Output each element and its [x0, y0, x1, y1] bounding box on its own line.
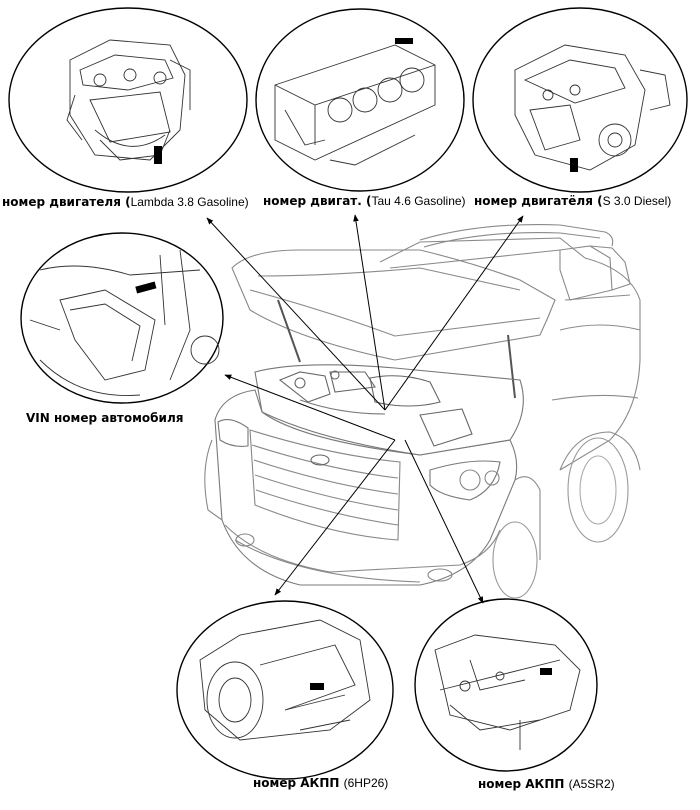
- arrow-engine-tau: [353, 214, 386, 411]
- label-vin: VIN номер автомобиля: [26, 411, 183, 425]
- label-engine-tau-normal: Tau 4.6 Gasoline): [371, 194, 466, 208]
- inset-engine-lambda: [8, 7, 248, 193]
- label-trans-6hp26-normal: (6HP26): [343, 776, 389, 790]
- arrow-engine-lambda: [206, 217, 386, 411]
- label-engine-lambda: номер двигателя (Lambda 3.8 Gasoline): [2, 195, 249, 209]
- pointer-arrows: [206, 214, 524, 604]
- label-trans-a5sr2-normal: (A5SR2): [568, 777, 615, 791]
- arrow-engine-s: [384, 215, 524, 411]
- label-vin-bold: VIN номер автомобиля: [26, 411, 184, 425]
- arrow-vin: [224, 374, 396, 441]
- label-trans-6hp26: номер АКПП (6HP26): [253, 776, 388, 790]
- label-engine-tau-bold: номер двигат. (: [263, 194, 372, 208]
- inset-trans-a5sr2: [414, 598, 598, 772]
- label-engine-s-bold: номер двигатёля (: [474, 194, 603, 208]
- label-trans-6hp26-bold: номер АКПП: [253, 776, 344, 790]
- inset-trans-6hp26: [176, 600, 394, 780]
- label-engine-tau: номер двигат. (Tau 4.6 Gasoline): [263, 194, 466, 208]
- label-engine-lambda-bold: номер двигателя (: [2, 195, 131, 209]
- inset-engine-s: [472, 7, 688, 193]
- label-engine-s: номер двигатёля (S 3.0 Diesel): [474, 194, 671, 208]
- label-trans-a5sr2: номер АКПП (A5SR2): [478, 777, 615, 791]
- label-trans-a5sr2-bold: номер АКПП: [478, 777, 569, 791]
- arrow-trans-a5sr2: [404, 439, 484, 604]
- suv-illustration: [204, 224, 641, 599]
- label-engine-lambda-normal: Lambda 3.8 Gasoline): [130, 195, 249, 209]
- label-engine-s-normal: S 3.0 Diesel): [602, 194, 672, 208]
- inset-vin: [20, 232, 224, 404]
- arrow-trans-6hp26: [274, 439, 396, 596]
- inset-engine-tau: [255, 8, 465, 192]
